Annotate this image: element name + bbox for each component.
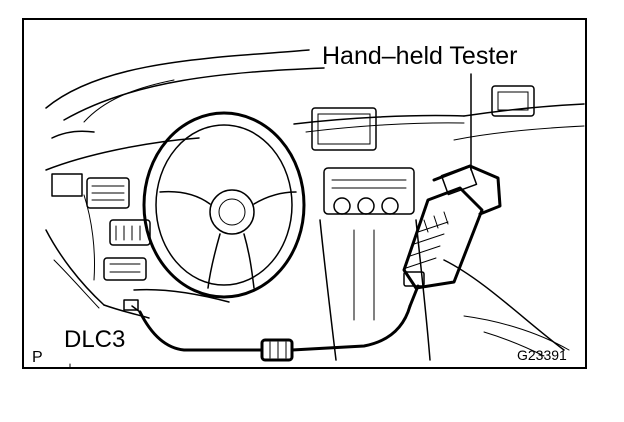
connector-icon: [123, 299, 294, 362]
dlc3-label: DLC3: [64, 326, 126, 353]
dash-outline: [45, 49, 585, 319]
center-console: [319, 167, 570, 361]
page-mark: P: [32, 349, 43, 366]
dashboard-illustration: [45, 49, 585, 367]
steering-wheel-icon: [133, 111, 306, 303]
left-vent: [51, 173, 151, 281]
hand-held-tester-icon: [402, 164, 502, 308]
center-display: [311, 85, 535, 151]
figure-frame: Hand–held Tester DLC3 G23391 P: [22, 18, 587, 369]
cable-icon: [131, 304, 412, 352]
figure-code: G23391: [517, 347, 567, 363]
tester-label: Hand–held Tester: [322, 42, 518, 70]
